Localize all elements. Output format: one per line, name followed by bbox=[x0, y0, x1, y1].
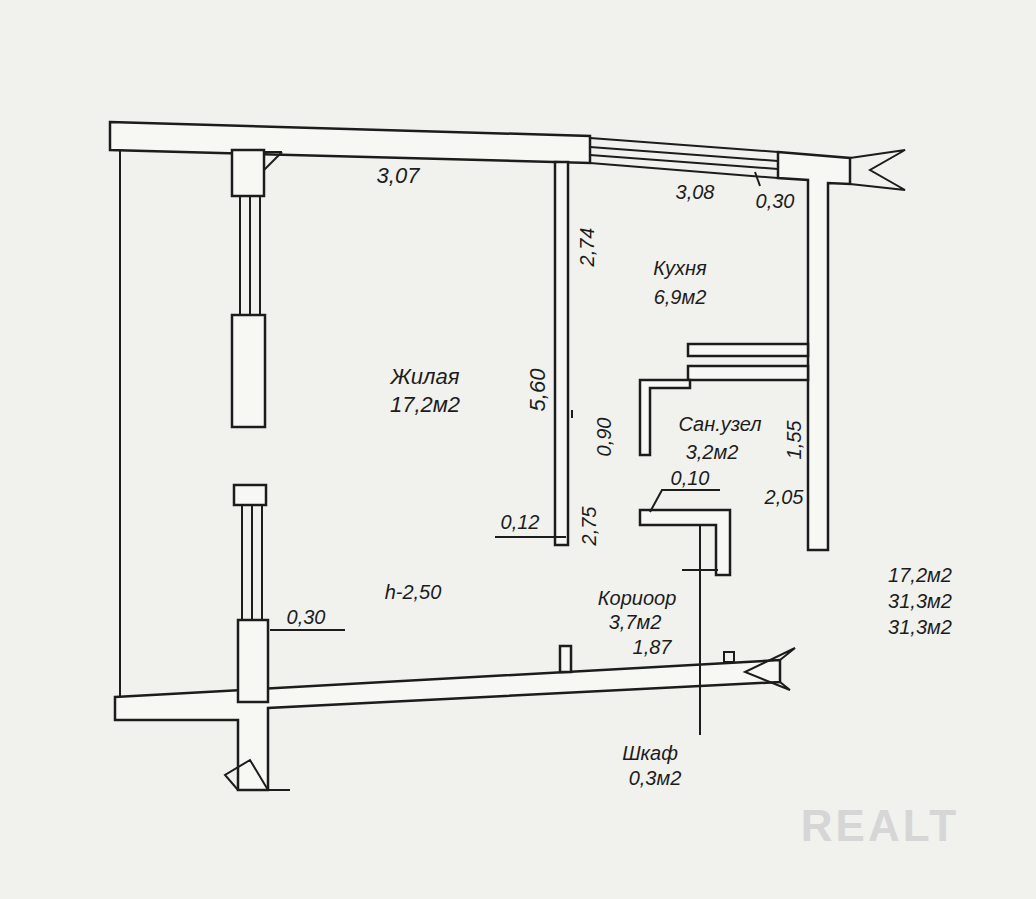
window bbox=[590, 147, 778, 161]
partition bbox=[688, 344, 808, 356]
partition bbox=[555, 162, 568, 545]
break-mark bbox=[850, 150, 905, 190]
window bbox=[590, 163, 778, 178]
window bbox=[590, 155, 778, 169]
outer-wall bbox=[115, 660, 780, 790]
wall-pier bbox=[232, 150, 264, 196]
door-mark bbox=[724, 652, 734, 662]
area-summary: 31,3м2 bbox=[888, 591, 952, 611]
area-summary: 31,3м2 bbox=[888, 617, 952, 637]
dimension: 0,12 bbox=[501, 512, 540, 532]
dimension: 2,74 bbox=[577, 228, 597, 267]
dimension: 1,55 bbox=[784, 421, 804, 460]
dimension: 2,05 bbox=[765, 487, 804, 507]
partition bbox=[640, 510, 730, 575]
room-area: 3,2м2 bbox=[686, 442, 739, 462]
outer-line bbox=[119, 150, 121, 697]
dimension-leader bbox=[755, 172, 760, 186]
room-name: Кориоор bbox=[598, 588, 677, 608]
partition bbox=[560, 646, 571, 672]
ceiling-height: h-2,50 bbox=[385, 582, 442, 602]
wall-pier bbox=[232, 315, 265, 427]
dimension: 2,75 bbox=[579, 507, 599, 546]
wall-pier bbox=[234, 485, 266, 505]
area-summary: 17,2м2 bbox=[888, 565, 952, 585]
dimension: 0,30 bbox=[756, 191, 795, 211]
break-mark bbox=[745, 648, 795, 690]
room-area: 17,2м2 bbox=[390, 394, 460, 416]
dimension-leader bbox=[650, 490, 720, 512]
window bbox=[241, 505, 243, 620]
closet-line bbox=[699, 525, 701, 735]
room-name: Сан.узел bbox=[678, 414, 761, 434]
window bbox=[259, 196, 261, 315]
dimension-leader bbox=[270, 629, 345, 631]
room-name: Жилая bbox=[391, 366, 460, 388]
closet-line bbox=[682, 569, 718, 571]
room-area: 6,9м2 bbox=[654, 287, 707, 307]
room-name: Кухня bbox=[653, 258, 706, 278]
room-area: 0,3м2 bbox=[629, 768, 682, 788]
watermark: REALT bbox=[801, 804, 959, 848]
dimension: 0,30 bbox=[287, 607, 326, 627]
window bbox=[239, 196, 241, 315]
corner-mark bbox=[263, 152, 265, 170]
dimension: 3,07 bbox=[377, 165, 420, 187]
outer-wall bbox=[110, 122, 590, 163]
dimension: 1,87 bbox=[633, 637, 672, 657]
window bbox=[261, 505, 263, 620]
room-name: Шкаф bbox=[622, 743, 678, 763]
dimension-tick bbox=[571, 410, 573, 418]
dimension: 3,08 bbox=[676, 182, 715, 202]
dimension: 0,90 bbox=[594, 418, 614, 457]
window bbox=[251, 505, 253, 620]
break-mark bbox=[225, 760, 290, 790]
corner-mark bbox=[264, 152, 282, 170]
window bbox=[249, 196, 251, 315]
room-area: 3,7м2 bbox=[609, 612, 662, 632]
dimension: 0,10 bbox=[671, 468, 710, 488]
dimension-leader bbox=[495, 536, 566, 538]
partition bbox=[688, 366, 808, 380]
dimension: 5,60 bbox=[527, 369, 549, 412]
wall-pier bbox=[238, 620, 268, 702]
corner-mark bbox=[264, 151, 282, 153]
